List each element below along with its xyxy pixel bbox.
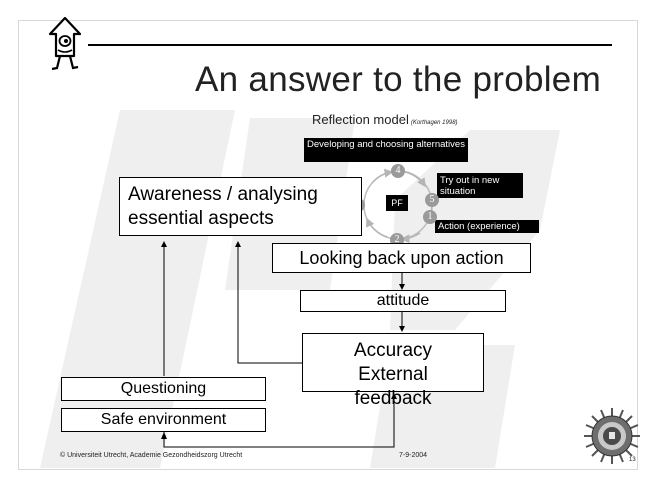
step-number-5: 5 (425, 193, 439, 207)
step-label-action: Action (experience) (435, 220, 539, 233)
looking-back-box: Looking back upon action (272, 243, 531, 273)
safe-environment-label: Safe environment (100, 411, 227, 428)
step-label-try-out: Try out in new situation (437, 173, 523, 198)
questioning-label: Questioning (120, 380, 207, 397)
looking-back-label: Looking back upon action (299, 248, 504, 268)
safe-environment-box: Safe environment (61, 408, 266, 432)
step-label-developing: Developing and choosing alternatives (304, 138, 468, 162)
step-number-1: 1 (423, 210, 437, 224)
questioning-box: Questioning (61, 377, 266, 401)
awareness-label: Awareness / analysing essential aspects (128, 184, 318, 229)
house-figure-logo-icon (48, 16, 82, 71)
cycle-center-label: PF (386, 195, 408, 211)
footer-institution: © Universiteit Utrecht, Academie Gezondh… (60, 452, 243, 459)
attitude-label: attitude (376, 292, 430, 309)
attitude-box: attitude (300, 290, 506, 312)
step-number-4: 4 (391, 164, 405, 178)
page-number: 13 (629, 457, 636, 463)
subtitle-text: Reflection model (312, 112, 409, 127)
accuracy-label: Accuracy External feedback (353, 340, 433, 409)
citation: (Korthagen 1998) (410, 120, 458, 126)
footer-date: 7-9-2004 (399, 452, 428, 459)
accuracy-box: Accuracy External feedback (302, 333, 484, 409)
awareness-box: Awareness / analysing essential aspects (119, 177, 362, 236)
page-title: An answer to the problem (195, 60, 602, 99)
university-seal-icon (584, 408, 640, 464)
model-subtitle: Reflection model(Korthagen 1998) (312, 112, 458, 127)
title-rule (88, 44, 612, 46)
